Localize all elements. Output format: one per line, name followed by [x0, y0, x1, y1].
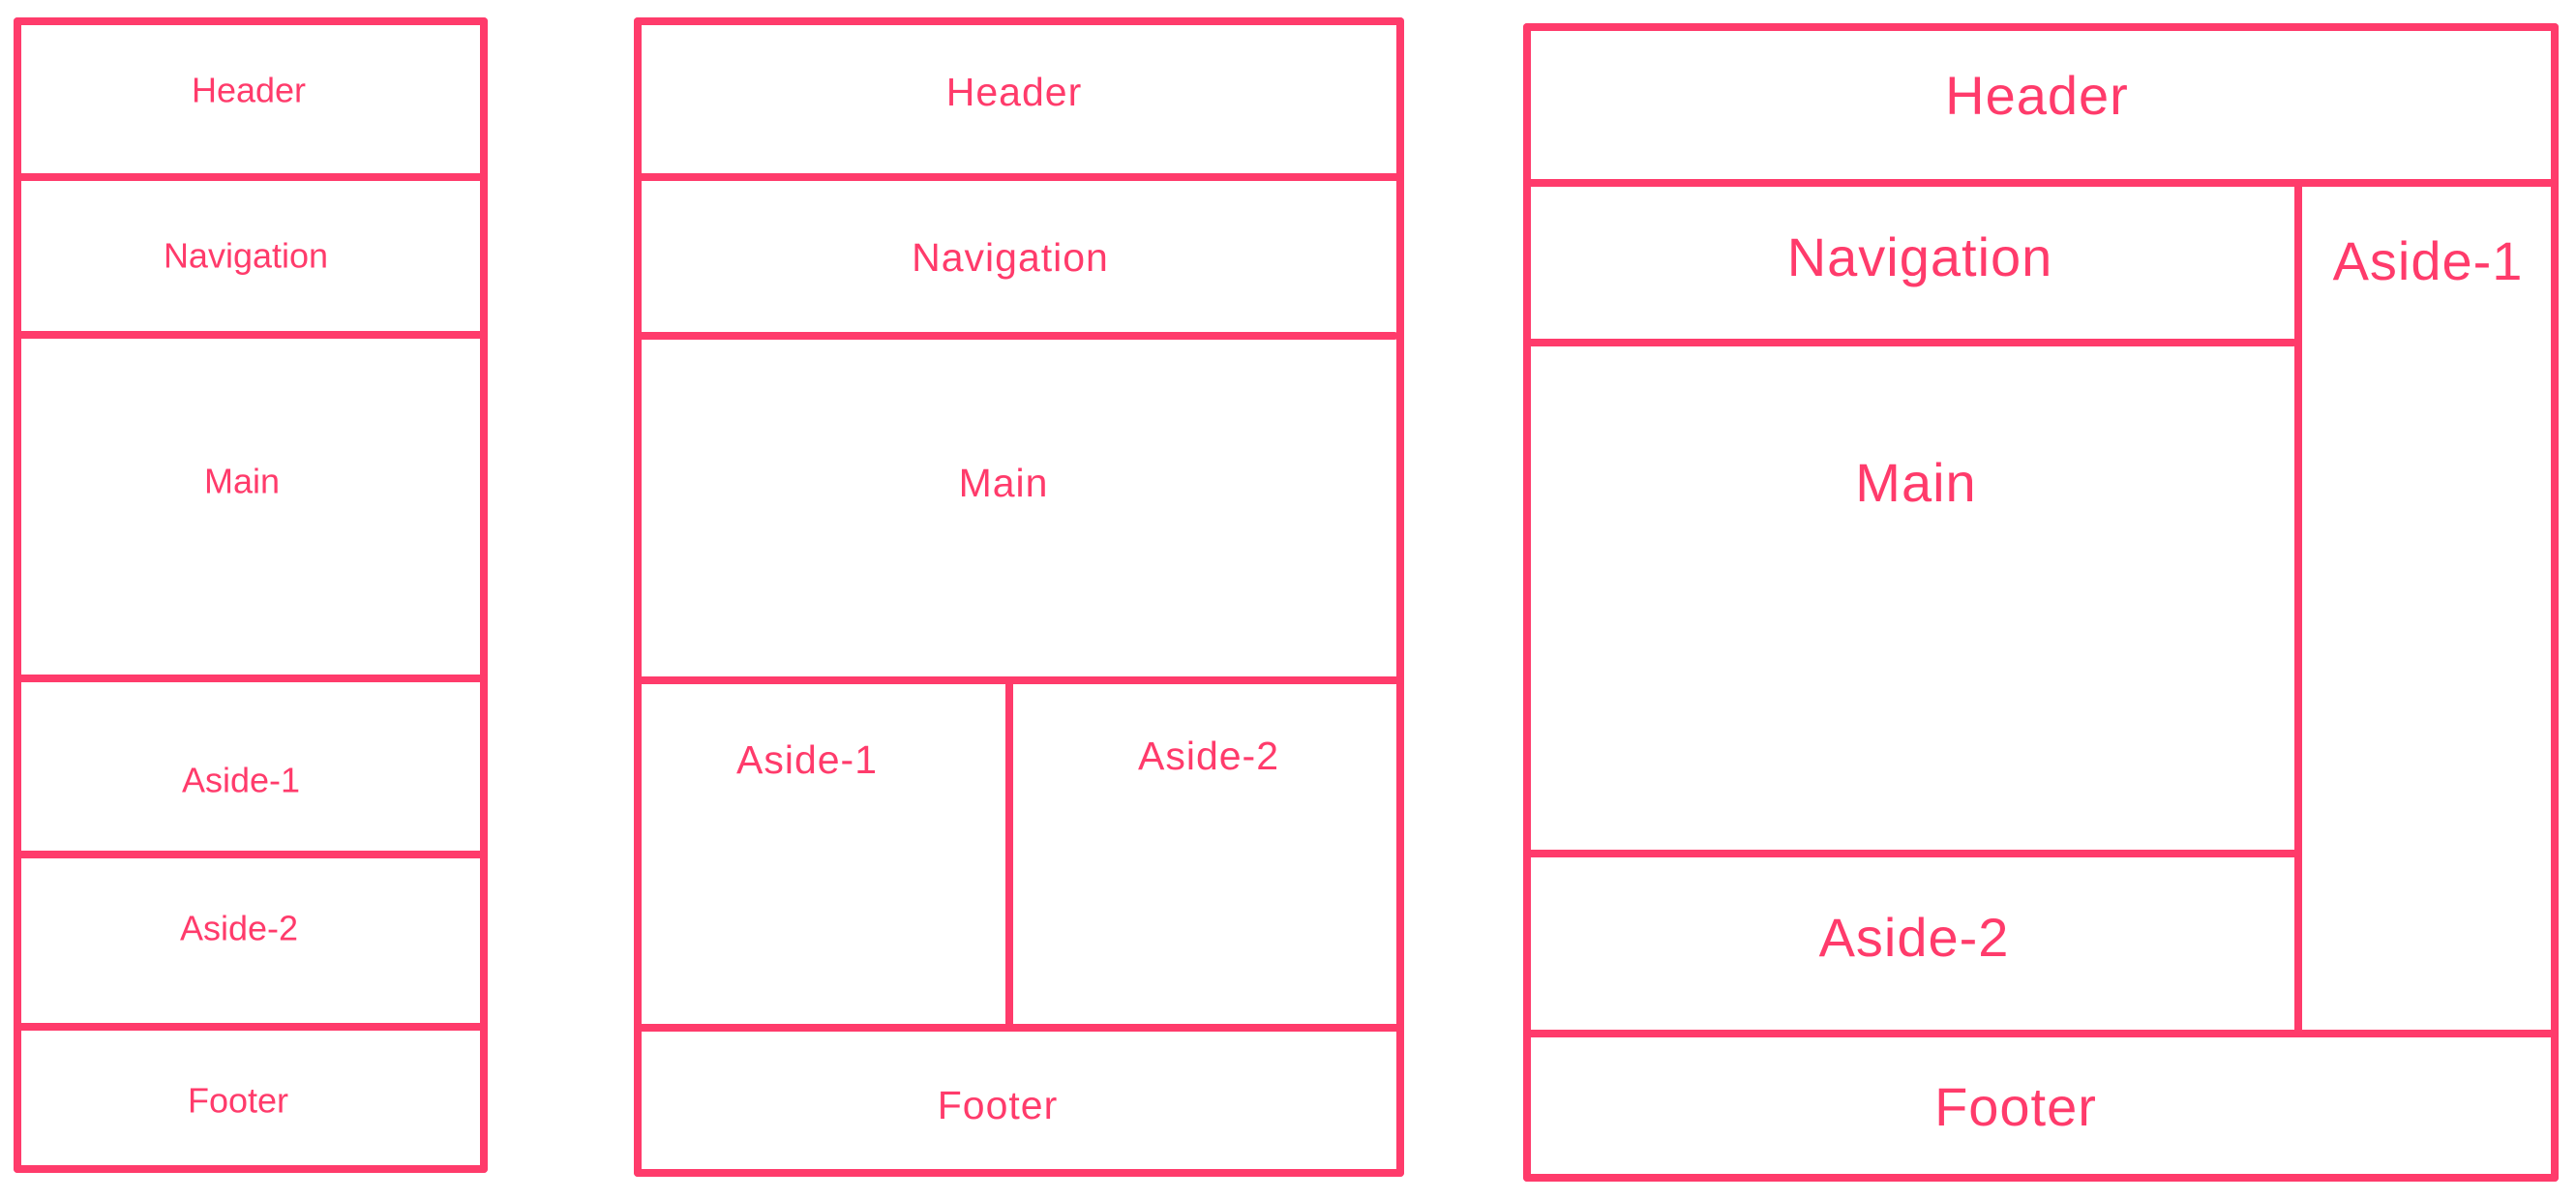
narrow-aside1-label: Aside-1	[182, 761, 300, 800]
wide-aside2-label: Aside-2	[1819, 907, 2010, 968]
wide-header-label: Header	[1945, 65, 2129, 126]
wireframe-narrow	[14, 17, 488, 1173]
medium-aside2-label: Aside-2	[1138, 734, 1279, 778]
medium-footer-label: Footer	[938, 1083, 1059, 1127]
wide-navigation-label: Navigation	[1787, 226, 2053, 287]
medium-header-label: Header	[946, 70, 1082, 114]
wireframe-wide	[1523, 23, 2559, 1182]
narrow-footer-label: Footer	[188, 1081, 288, 1121]
wide-aside1-label: Aside-1	[2333, 230, 2524, 291]
narrow-aside2-label: Aside-2	[180, 909, 298, 948]
wide-footer-label: Footer	[1934, 1076, 2097, 1137]
wide-main-label: Main	[1855, 452, 1976, 513]
narrow-main-label: Main	[204, 462, 280, 501]
medium-main-label: Main	[959, 461, 1049, 505]
medium-navigation-label: Navigation	[912, 235, 1109, 280]
medium-aside1-label: Aside-1	[736, 737, 878, 782]
narrow-navigation-label: Navigation	[164, 236, 328, 276]
wireframe-medium	[634, 17, 1404, 1177]
narrow-header-label: Header	[192, 71, 306, 110]
